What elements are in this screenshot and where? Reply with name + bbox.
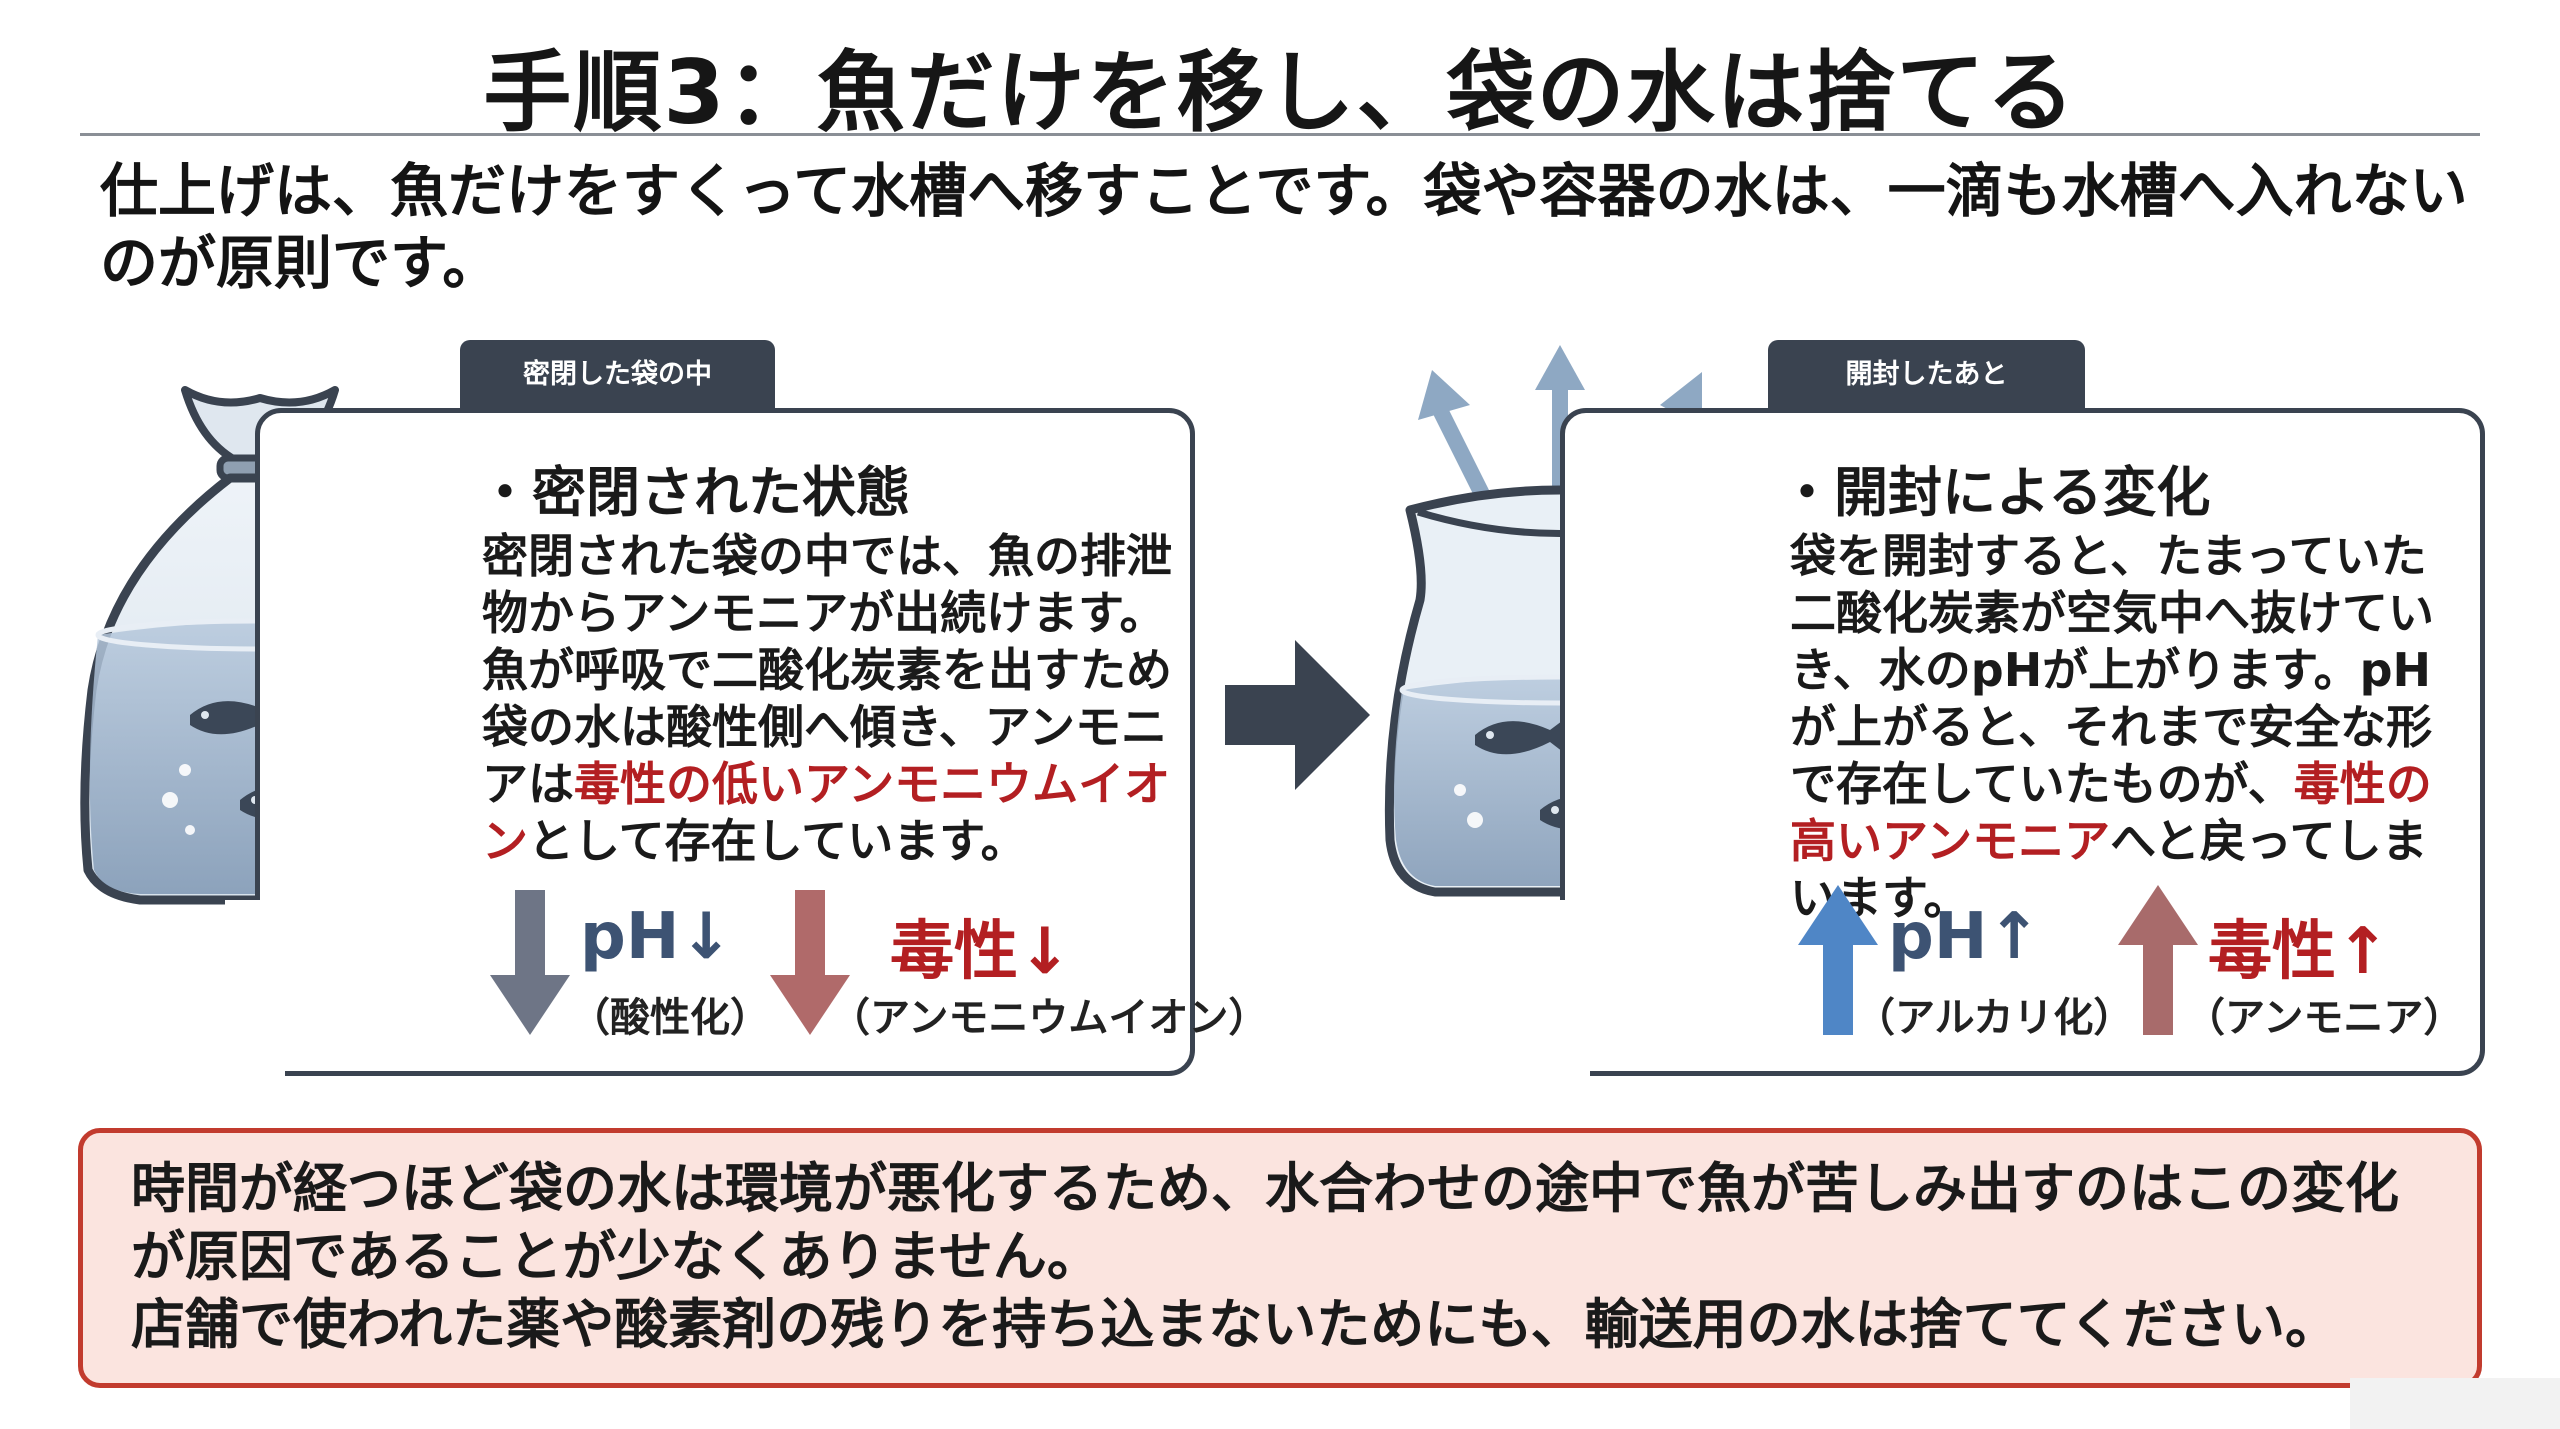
warning-line-1: 時間が経つほど袋の水は環境が悪化するため、水合わせの途中で魚が苦しみ出すのはこの… [131, 1157, 2399, 1288]
right-panel-tab: 開封したあと [1768, 340, 2085, 410]
right-ph-label: pH↑ [1888, 900, 2041, 974]
down-arrow-icon [770, 890, 850, 1035]
left-body-part1: 密閉された袋の中では、魚の排泄物からアンモニアが出続けます。魚が呼吸で二酸化炭素… [482, 529, 1172, 811]
left-toxicity-sublabel: （アンモニウムイオン） [830, 995, 1269, 1041]
right-ph-sublabel: （アルカリ化） [1855, 995, 2134, 1041]
left-panel-heading: ・密閉された状態 [478, 461, 910, 524]
left-body-part2: として存在しています。 [528, 814, 1027, 868]
corner-blank [2350, 1378, 2560, 1429]
right-body-part1: 袋を開封すると、たまっていた二酸化炭素が空気中へ抜けていき、水のpHが上がります… [1790, 529, 2434, 811]
right-body-highlight: 毒性の高いアンモニア [1790, 757, 2432, 868]
left-ph-sublabel: （酸性化） [570, 995, 770, 1041]
right-arrow-icon [1225, 640, 1370, 790]
warning-line-2: 店舗で使われた薬や酸素剤の残りを持ち込まないためにも、輸送用の水は捨ててください… [131, 1293, 2340, 1356]
up-arrow-icon [2118, 885, 2198, 1035]
right-toxicity-label: 毒性↑ [2208, 915, 2390, 989]
right-panel [1560, 408, 2485, 1076]
up-arrow-icon [1798, 885, 1878, 1035]
intro-text: 仕上げは、魚だけをすくって水槽へ移すことです。袋や容器の水は、一滴も水槽へ入れな… [100, 157, 2468, 297]
right-panel-body: 袋を開封すると、たまっていた二酸化炭素が空気中へ抜けていき、水のpHが上がります… [1790, 528, 2470, 927]
title-divider [80, 133, 2480, 136]
left-ph-label: pH↓ [580, 900, 733, 974]
panel-gap [1530, 900, 1590, 1090]
left-panel [255, 408, 1195, 1076]
panel-gap [225, 900, 285, 1090]
warning-box: 時間が経つほど袋の水は環境が悪化するため、水合わせの途中で魚が苦しみ出すのはこの… [78, 1128, 2482, 1388]
left-body-highlight: 毒性の低いアンモニウムイオン [482, 757, 1171, 868]
fish-icon [190, 695, 285, 735]
right-toxicity-sublabel: （アンモニア） [2185, 995, 2464, 1041]
right-panel-heading: ・開封による変化 [1780, 461, 2211, 524]
left-panel-body: 密閉された袋の中では、魚の排泄物からアンモニアが出続けます。魚が呼吸で二酸化炭素… [482, 528, 1182, 870]
down-arrow-icon [490, 890, 570, 1035]
left-toxicity-label: 毒性↓ [890, 915, 1072, 989]
warning-text: 時間が経つほど袋の水は環境が悪化するため、水合わせの途中で魚が苦しみ出すのはこの… [131, 1155, 2451, 1359]
fish-icon [1475, 715, 1570, 755]
page-title: 手順3：魚だけを移し、袋の水は捨てる [483, 41, 2077, 144]
left-panel-tab: 密閉した袋の中 [460, 340, 775, 410]
